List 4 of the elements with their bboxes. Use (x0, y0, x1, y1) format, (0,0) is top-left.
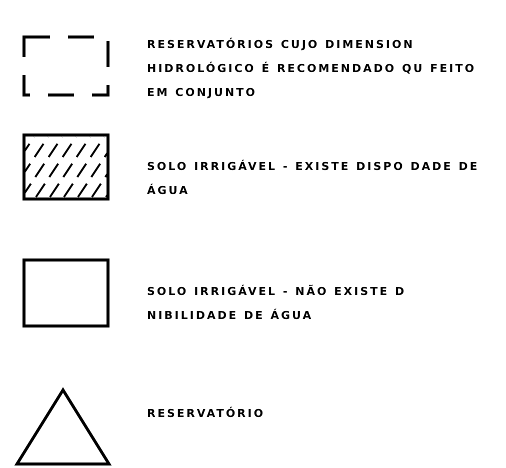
legend-text: RESERVATÓRIOS CUJO DIMENSION HIDROLÓGICO É RECOMENDADO QU FEITO EM CONJUNTO (147, 36, 478, 101)
legend-text: RESERVATÓRIO (147, 406, 266, 422)
legend-text: SOLO IRRIGÁVEL - EXISTE DISPO DADE DE ÁGUA (147, 158, 480, 199)
legend-text: SOLO IRRIGÁVEL - NÃO EXISTE D NIBILIDADE DE ÁGUA (147, 284, 408, 324)
